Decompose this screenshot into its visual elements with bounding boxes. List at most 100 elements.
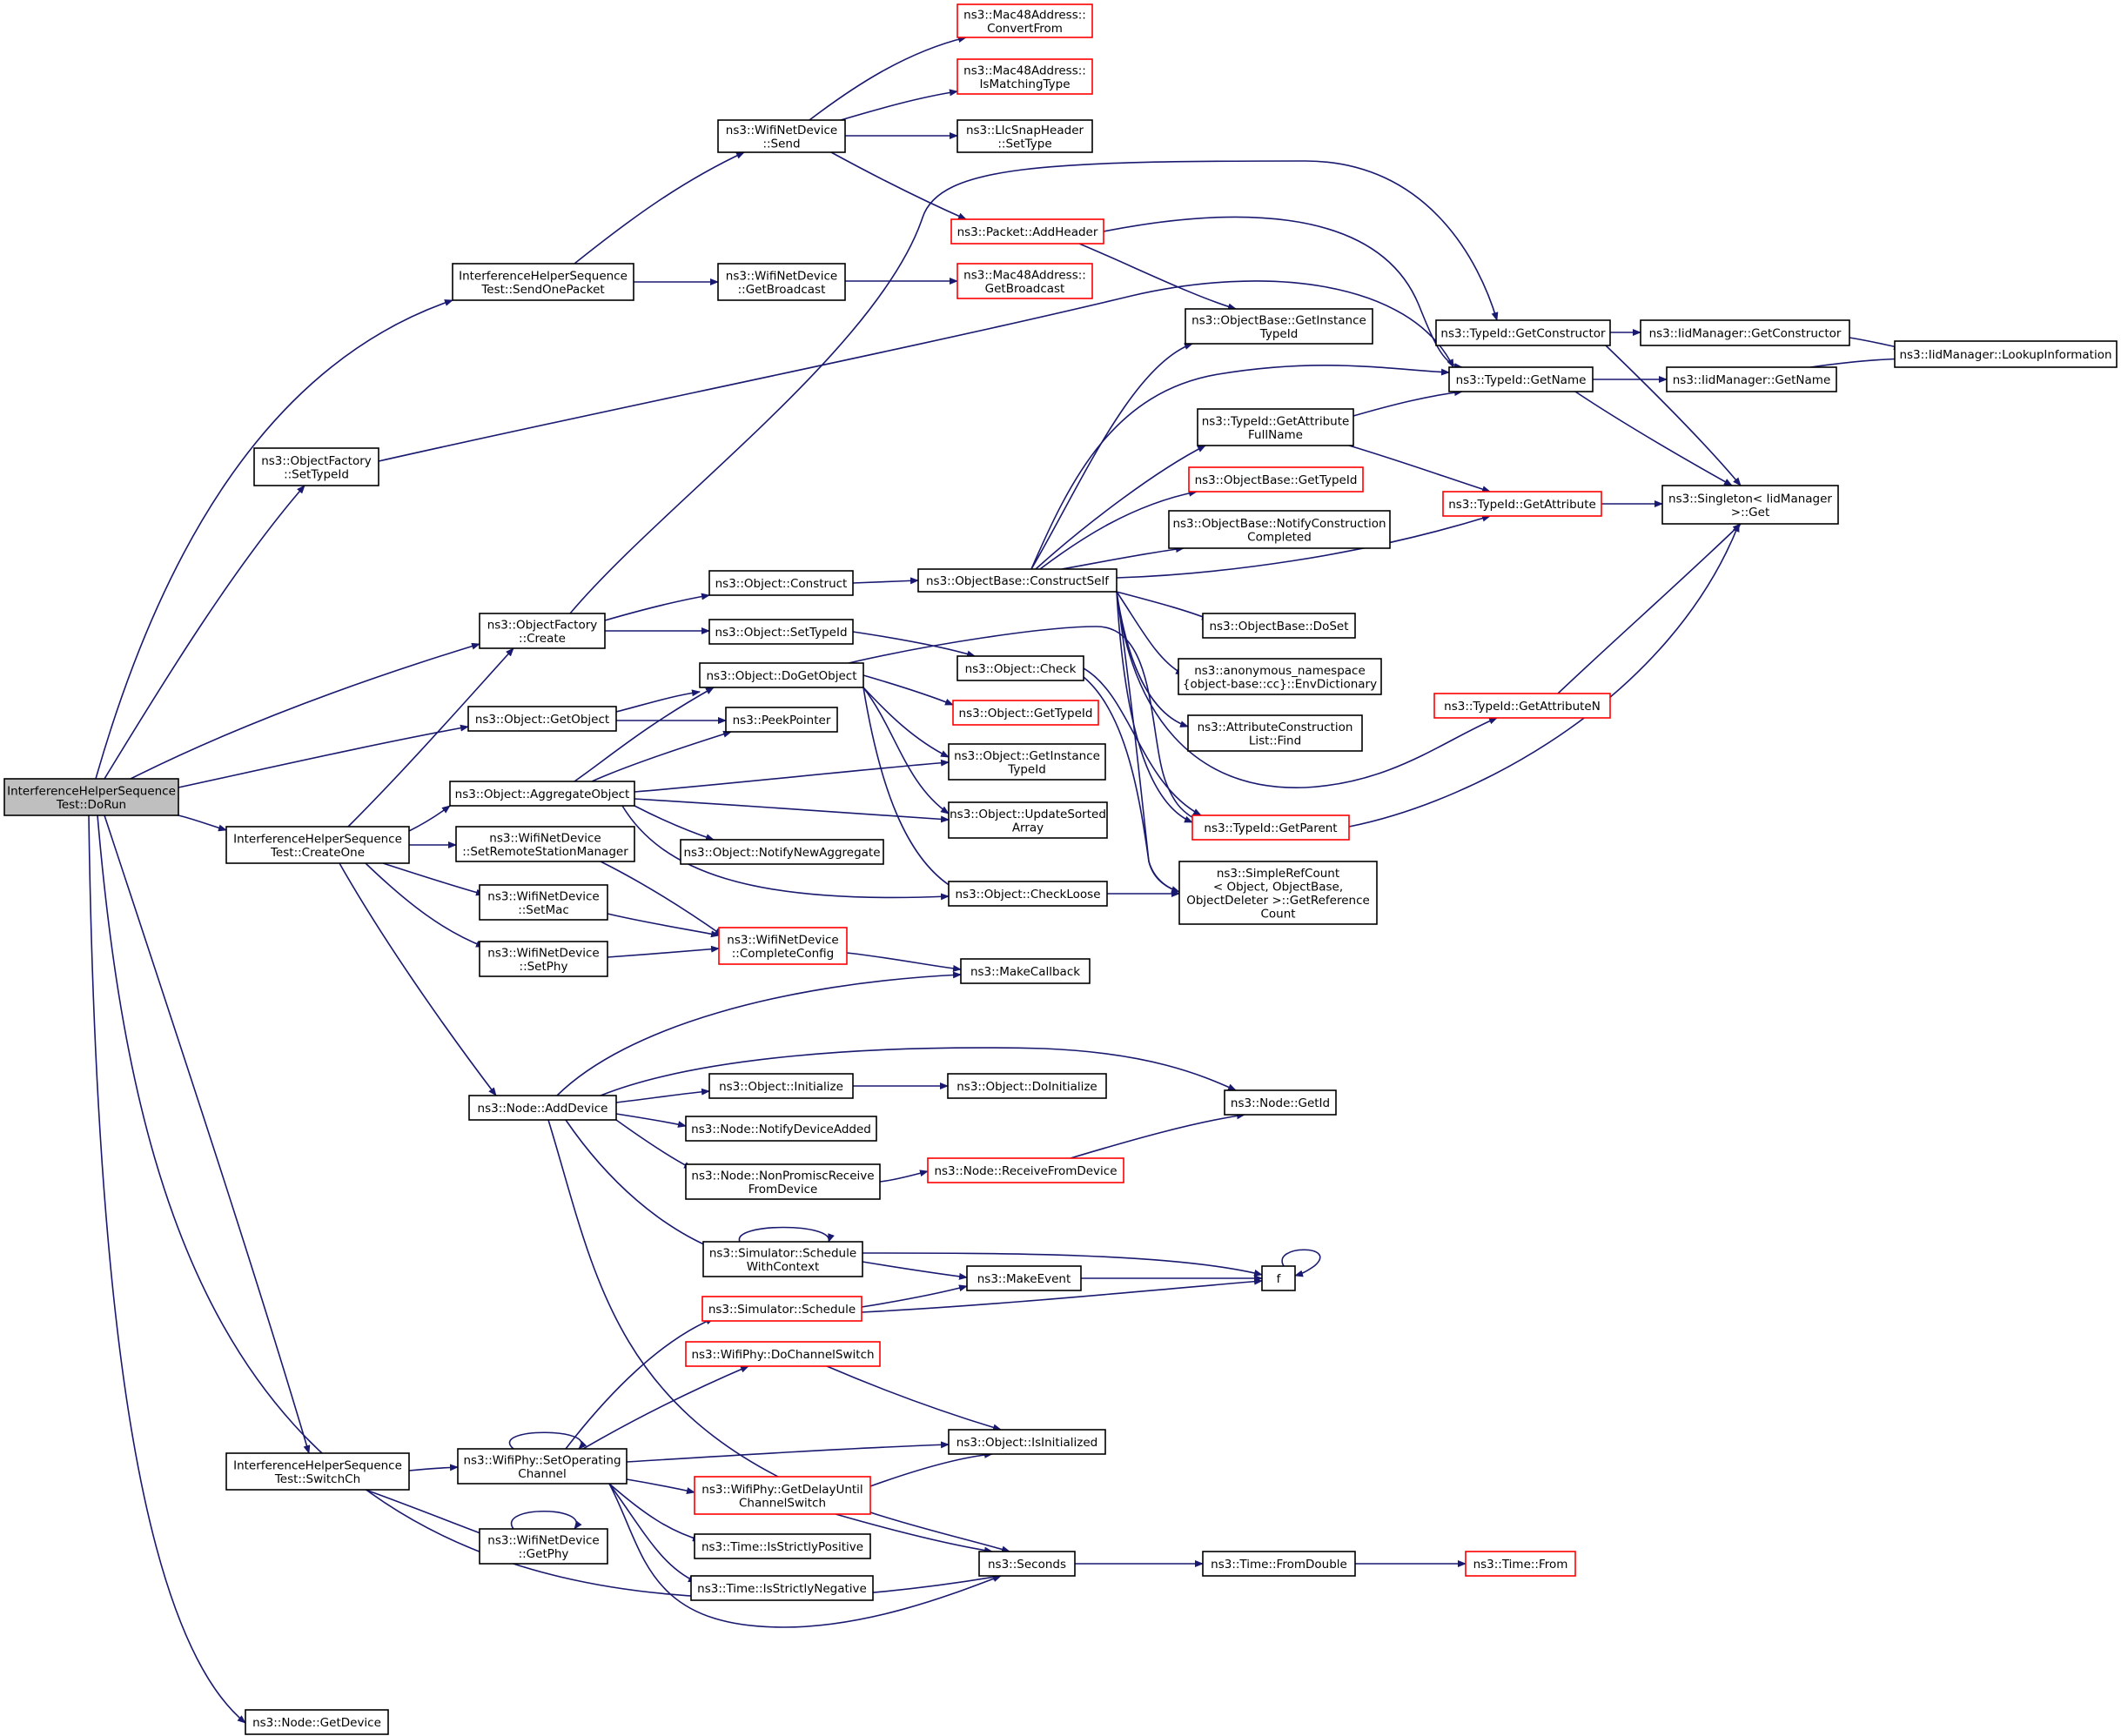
node-node-notifydeviceadded[interactable]: ns3::Node::NotifyDeviceAdded [685, 1116, 877, 1142]
node-singleton-get[interactable]: ns3::Singleton< IidManager >::Get [1661, 485, 1839, 525]
node-objbase-doset[interactable]: ns3::ObjectBase::DoSet [1202, 613, 1356, 639]
edge-dorun-to-objfactory-create [130, 642, 480, 780]
node-object-checkloose[interactable]: ns3::Object::CheckLoose [948, 881, 1108, 907]
node-wnd-setremotestationmanager[interactable]: ns3::WifiNetDevice::SetRemoteStationMana… [455, 826, 635, 862]
node-wphy-dochannelswitch[interactable]: ns3::WifiPhy::DoChannelSwitch [685, 1341, 881, 1367]
node-objbase-constructself[interactable]: ns3::ObjectBase::ConstructSelf [917, 568, 1118, 593]
call-nodes: InterferenceHelperSequenceTest::DoRunInt… [3, 3, 2118, 1735]
node-object-initialize[interactable]: ns3::Object::Initialize [708, 1073, 854, 1099]
node-simplerefcount[interactable]: ns3::SimpleRefCount< Object, ObjectBase,… [1178, 861, 1378, 925]
node-node-getdevice[interactable]: ns3::Node::GetDevice [245, 1709, 389, 1735]
node-packet-addheader[interactable]: ns3::Packet::AddHeader [950, 218, 1104, 245]
node-objfactory-settypeid[interactable]: ns3::ObjectFactory::SetTypeId [253, 447, 379, 486]
node-anon-envdictionary[interactable]: ns3::anonymous_namespace{object-base::cc… [1178, 658, 1382, 695]
node-time-fromdouble[interactable]: ns3::Time::FromDouble [1202, 1551, 1356, 1577]
node-box [1442, 491, 1602, 517]
node-label: Test::CreateOne [270, 846, 365, 860]
node-sendonepacket[interactable]: InterferenceHelperSequenceTest::SendOneP… [452, 263, 634, 301]
node-label: ns3::Mac48Address:: [963, 268, 1086, 282]
node-box [952, 700, 1099, 726]
node-object-gettypeid[interactable]: ns3::Object::GetTypeId [952, 700, 1099, 726]
node-node-getid[interactable]: ns3::Node::GetId [1224, 1089, 1337, 1116]
node-object-notifynewaggregate[interactable]: ns3::Object::NotifyNewAggregate [680, 839, 884, 865]
node-label: Count [1260, 907, 1295, 921]
node-box [708, 619, 854, 645]
node-iid-lookup[interactable]: ns3::IidManager::LookupInformation [1894, 340, 2118, 368]
node-wnd-send[interactable]: ns3::WifiNetDevice::Send [717, 119, 846, 153]
node-object-check[interactable]: ns3::Object::Check [956, 655, 1084, 681]
node-node-receivefromdevice[interactable]: ns3::Node::ReceiveFromDevice [927, 1157, 1124, 1183]
node-box [1202, 613, 1356, 639]
node-createone[interactable]: InterferenceHelperSequenceTest::CreateOn… [225, 826, 410, 864]
node-typeid-getattributen[interactable]: ns3::TypeId::GetAttributeN [1433, 693, 1611, 719]
node-mac-ismatching[interactable]: ns3::Mac48Address::IsMatchingType [956, 58, 1093, 95]
node-box [702, 1241, 863, 1277]
node-wnd-getphy[interactable]: ns3::WifiNetDevice::GetPhy [479, 1528, 608, 1565]
edge-objbase-constructself-to-objbase-doset [1116, 591, 1211, 620]
node-wnd-setphy[interactable]: ns3::WifiNetDevice::SetPhy [479, 941, 608, 977]
node-wnd-setmac[interactable]: ns3::WifiNetDevice::SetMac [479, 884, 608, 921]
node-object-settypeid[interactable]: ns3::Object::SetTypeId [708, 619, 854, 645]
node-wnd-getbroadcast[interactable]: ns3::WifiNetDevice::GetBroadcast [717, 263, 846, 301]
node-typeid-getconstructor[interactable]: ns3::TypeId::GetConstructor [1435, 319, 1611, 346]
node-time-from[interactable]: ns3::Time::From [1465, 1551, 1576, 1577]
node-iid-getname[interactable]: ns3::IidManager::GetName [1666, 366, 1837, 392]
node-llc-settype[interactable]: ns3::LlcSnapHeader::SetType [956, 119, 1093, 153]
node-label: ns3::Singleton< IidManager [1668, 492, 1832, 506]
edge-objfactory-settypeid-to-typeid-getname [378, 280, 1454, 462]
node-objbase-gettypeid[interactable]: ns3::ObjectBase::GetTypeId [1188, 466, 1364, 493]
node-box [1894, 340, 2118, 368]
node-label: ChannelSwitch [739, 1496, 826, 1510]
node-makeevent[interactable]: ns3::MakeEvent [966, 1265, 1082, 1291]
node-label: ns3::Node::ReceiveFromDevice [934, 1164, 1117, 1178]
node-f[interactable]: f [1261, 1265, 1296, 1291]
node-label: ns3::ObjectFactory [261, 454, 372, 468]
node-label: ns3::Seconds [988, 1558, 1066, 1572]
edge-objbase-constructself-to-typeid-getparent [1116, 591, 1193, 823]
node-time-isstrictlynegative[interactable]: ns3::Time::IsStrictlyNegative [690, 1575, 874, 1601]
node-object-aggregateobject[interactable]: ns3::Object::AggregateObject [449, 781, 635, 807]
node-box [956, 119, 1093, 153]
node-peekpointer[interactable]: ns3::PeekPointer [725, 707, 838, 733]
node-seconds[interactable]: ns3::Seconds [978, 1551, 1076, 1577]
node-makecallback[interactable]: ns3::MakeCallback [960, 958, 1091, 984]
node-label: GetBroadcast [985, 282, 1065, 296]
node-sim-schedule[interactable]: ns3::Simulator::Schedule [701, 1296, 862, 1322]
node-object-dogetobject[interactable]: ns3::Object::DoGetObject [699, 662, 864, 688]
node-object-isinitialized[interactable]: ns3::Object::IsInitialized [948, 1429, 1106, 1455]
node-node-adddevice[interactable]: ns3::Node::AddDevice [468, 1095, 617, 1121]
node-mac-convertfrom[interactable]: ns3::Mac48Address::ConvertFrom [956, 3, 1093, 38]
node-iid-getconstructor[interactable]: ns3::IidManager::GetConstructor [1640, 319, 1850, 346]
node-box [1197, 408, 1354, 446]
node-wnd-completeconfig[interactable]: ns3::WifiNetDevice::CompleteConfig [718, 927, 848, 965]
node-label: ::Create [519, 632, 566, 646]
node-object-construct[interactable]: ns3::Object::Construct [708, 570, 854, 596]
node-object-getobject[interactable]: ns3::Object::GetObject [467, 706, 617, 732]
node-box [452, 263, 634, 301]
node-label: ns3::WifiNetDevice [489, 831, 601, 845]
edge-objbase-constructself-to-objbase-gettypeid [1039, 489, 1198, 570]
node-box [479, 613, 606, 649]
node-typeid-getparent[interactable]: ns3::TypeId::GetParent [1191, 814, 1350, 841]
node-objfactory-create[interactable]: ns3::ObjectFactory::Create [479, 613, 606, 649]
node-box [1178, 658, 1382, 695]
node-object-doinitialize[interactable]: ns3::Object::DoInitialize [947, 1073, 1107, 1099]
edge-object-dogetobject-to-object-updatesortedarray [862, 687, 950, 814]
node-objbase-notifyconstruction[interactable]: ns3::ObjectBase::NotifyConstructionCompl… [1168, 510, 1391, 549]
node-label: ::CompleteConfig [732, 947, 834, 961]
node-typeid-getname[interactable]: ns3::TypeId::GetName [1448, 366, 1594, 392]
node-typeid-getattribute[interactable]: ns3::TypeId::GetAttribute [1442, 491, 1602, 517]
node-time-isstrictlypositive[interactable]: ns3::Time::IsStrictlyPositive [694, 1533, 871, 1559]
node-mac-getbroadcast[interactable]: ns3::Mac48Address::GetBroadcast [956, 263, 1093, 299]
